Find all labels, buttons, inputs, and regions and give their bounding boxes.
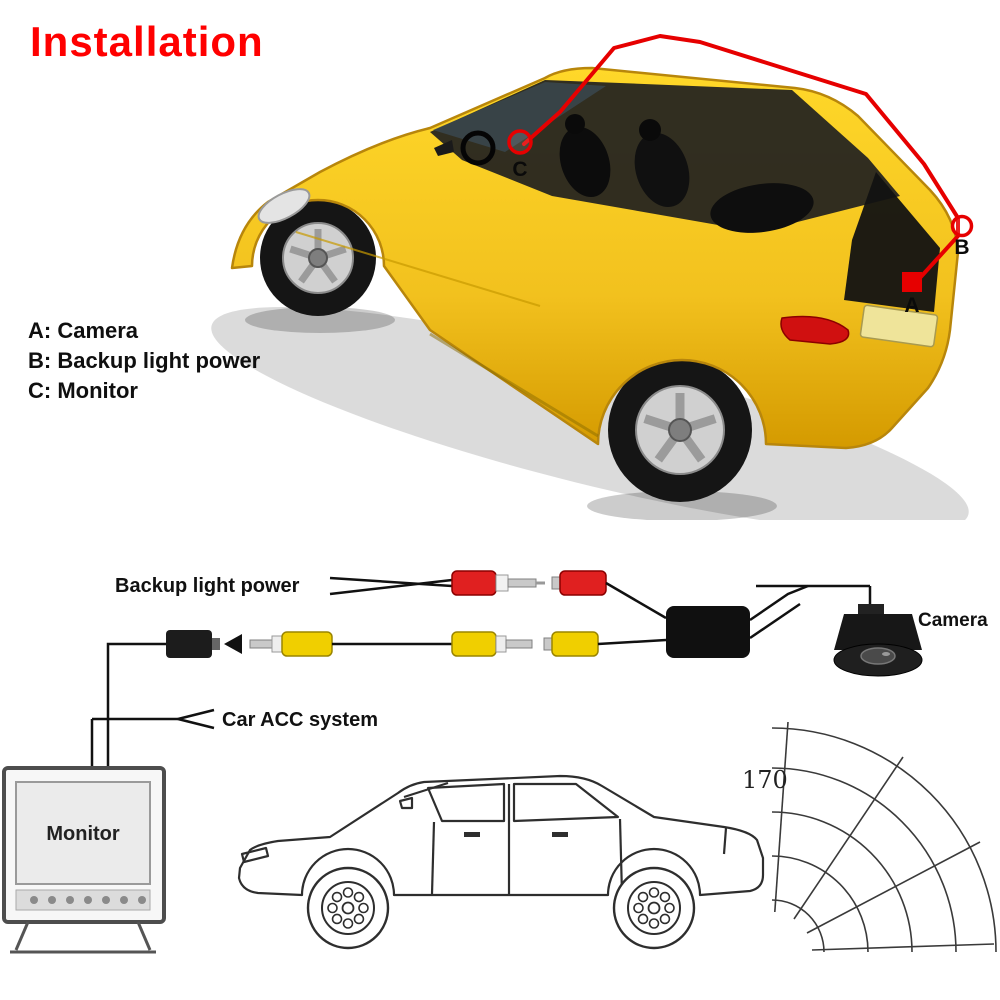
monitor-screen (15, 781, 151, 885)
car-acc-label: Car ACC system (222, 709, 378, 731)
sedan-rear-wheel (612, 866, 696, 950)
rca-yellow-male (451, 631, 533, 657)
car-interior (430, 80, 940, 312)
page-title: Installation (30, 18, 264, 65)
sedan-outline (237, 774, 765, 950)
legend-item-b: B: Backup light power (28, 348, 261, 373)
marker-a: A (902, 272, 922, 317)
camera-label: Camera (918, 610, 988, 631)
rca-yellow-left (249, 631, 452, 657)
angle-label: 170 (742, 766, 788, 794)
camera-lens (860, 647, 896, 665)
red-cable (522, 34, 960, 282)
headlight (257, 188, 311, 224)
camera-wires (749, 584, 872, 640)
sensor-fan (771, 721, 997, 953)
sedan-front-wheel (306, 866, 390, 950)
front-wheel (260, 200, 376, 316)
monitor-wires (90, 642, 166, 768)
marker-c: C (507, 129, 533, 181)
rca-yellow-female (543, 631, 667, 657)
dc-plug (166, 630, 220, 658)
direction-arrow-icon (224, 634, 242, 654)
rear-wheel (608, 358, 752, 502)
monitor-buttons (15, 889, 151, 911)
side-mirror (434, 140, 454, 156)
marker-b: B (950, 214, 974, 259)
rca-red-male (451, 570, 545, 596)
legend-item-a: A: Camera (28, 318, 139, 343)
monitor-stand (10, 921, 156, 954)
car-acc-wires (92, 708, 215, 730)
backup-power-wires (329, 576, 453, 596)
junction-box (666, 606, 750, 658)
marker-a-label: A (904, 294, 919, 317)
marker-b-label: B (954, 236, 969, 259)
monitor-figure: Monitor (2, 766, 166, 954)
marker-c-label: C (512, 158, 527, 181)
legend-item-c: C: Monitor (28, 378, 138, 403)
rca-red-female (551, 570, 667, 620)
camera-figure (833, 604, 923, 677)
backup-light-power-label: Backup light power (115, 575, 300, 597)
steering-wheel (460, 130, 496, 166)
monitor-label: Monitor (46, 823, 120, 845)
tail-light (780, 315, 850, 345)
car-illustration: C B A (211, 34, 974, 520)
car-details (257, 188, 939, 438)
license-plate (859, 304, 939, 348)
legend: A: Camera B: Backup light power C: Monit… (28, 316, 260, 406)
wiring-diagram: Backup light power (2, 570, 997, 954)
